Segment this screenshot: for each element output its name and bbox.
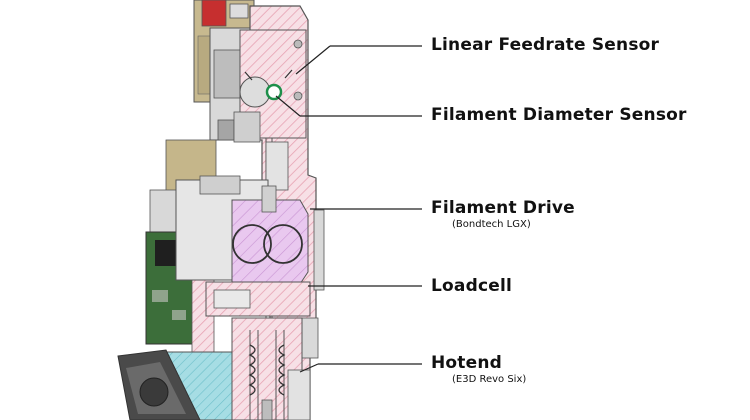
cooling-duct: [117, 349, 233, 420]
label-loadcell: Loadcell: [431, 276, 513, 296]
leader-filament-diameter: [275, 95, 301, 117]
filament-drive-block: [175, 175, 325, 291]
label-hotend: Hotend: [431, 353, 503, 373]
loadcell-block: [205, 281, 319, 359]
label-filament-diameter-sensor: Filament Diameter Sensor: [431, 105, 687, 125]
leader-linear-feedrate: [295, 45, 331, 75]
label-filament-drive: Filament Drive: [431, 198, 575, 218]
sublabel-filament-drive: (Bondtech LGX): [452, 219, 531, 230]
sublabel-hotend: (E3D Revo Six): [452, 374, 527, 385]
label-linear-feedrate-sensor: Linear Feedrate Sensor: [431, 35, 660, 55]
leader-lines: [275, 45, 422, 373]
leader-hotend: [299, 363, 319, 373]
hotend-assembly: [231, 317, 311, 420]
